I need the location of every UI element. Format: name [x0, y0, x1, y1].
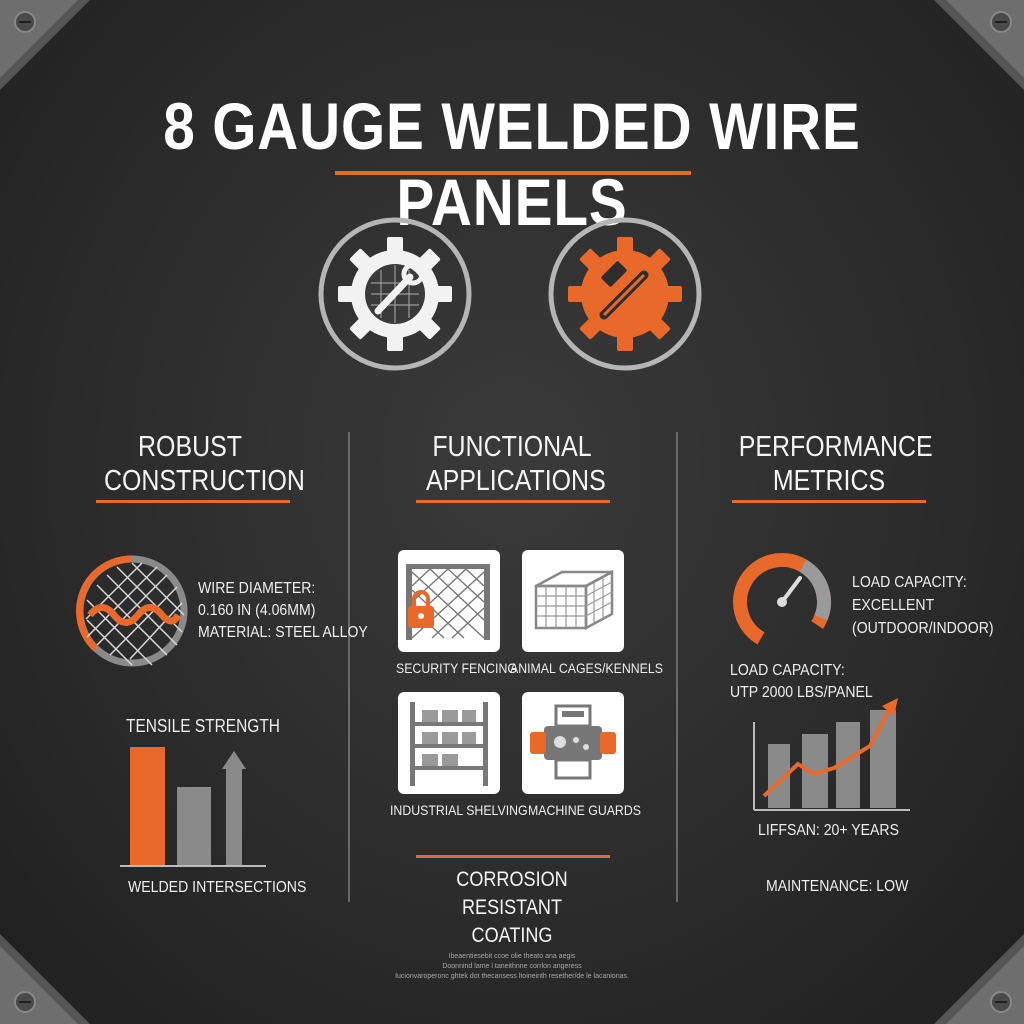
welded-intersections-label: WELDED INTERSECTIONS — [128, 879, 307, 896]
performance-trend-chart — [750, 692, 912, 816]
corner-bracket-bottom-left — [0, 914, 110, 1024]
tensile-bar — [226, 767, 242, 865]
gear-wrench-mesh-icon — [316, 215, 474, 373]
wire-mesh-badge-icon — [72, 555, 194, 667]
security-fencing-tile — [398, 550, 500, 652]
wire-diameter-value: 0.160 IN (4.06MM) — [198, 602, 316, 619]
load-capacity-label: LOAD CAPACITY: — [730, 662, 845, 679]
gauge-label-line3: (OUTDOOR/INDOOR) — [852, 620, 994, 637]
tile-label-machine-guards: MACHINE GUARDS — [528, 802, 641, 818]
tile-label-animal-cages: ANIMAL CAGES/KENNELS — [510, 660, 663, 676]
page-title: 8 GAUGE WELDED WIRE PANELS — [163, 89, 861, 239]
wire-diameter-label: WIRE DIAMETER: — [198, 580, 316, 597]
maintenance-label: MAINTENANCE: LOW — [766, 878, 909, 895]
trend-bar — [870, 710, 896, 808]
performance-metrics-heading: PERFORMANCE METRICS — [738, 431, 933, 497]
column-divider — [348, 432, 350, 902]
corrosion-resistant-feature: CORROSION RESISTANT COATING — [456, 868, 568, 947]
tile-label-industrial-shelving: INDUSTRIAL SHELVING — [390, 802, 528, 818]
gauge-label-line2: EXCELLENT — [852, 597, 935, 614]
heading-underline — [416, 500, 610, 503]
fence-lock-icon — [406, 564, 490, 640]
corner-bracket-top-right — [914, 0, 1024, 110]
footer-fine-print: Ibeaentiesebit ccoe olie theato ana aegi… — [395, 953, 629, 980]
feature-rule — [416, 855, 610, 858]
corner-bracket-bottom-right — [914, 914, 1024, 1024]
load-capacity-value: UTP 2000 LBS/PANEL — [730, 684, 873, 701]
up-arrow-icon — [222, 751, 246, 769]
tensile-strength-label: TENSILE STRENGTH — [126, 716, 280, 736]
tile-label-security-fencing: SECURITY FENCING — [396, 660, 517, 676]
tensile-strength-chart — [120, 745, 266, 869]
corner-bracket-top-left — [0, 0, 110, 110]
gear-hammer-wrench-icon — [546, 215, 704, 373]
shelving-icon — [410, 702, 488, 786]
speedometer-gauge-icon — [730, 550, 834, 654]
material-label: MATERIAL: STEEL ALLOY — [198, 624, 368, 641]
gauge-label-line1: LOAD CAPACITY: — [852, 574, 967, 591]
tensile-bar — [130, 747, 165, 865]
cage-icon — [534, 569, 614, 631]
animal-cages-tile — [522, 550, 624, 652]
trend-bar — [768, 744, 790, 808]
machine-guard-icon — [530, 704, 616, 780]
title-underline — [335, 171, 691, 175]
trend-arrow-icon — [882, 698, 898, 716]
heading-underline — [96, 500, 290, 503]
robust-construction-heading: ROBUST CONSTRUCTION — [104, 431, 305, 497]
machine-guards-tile — [522, 692, 624, 794]
functional-applications-heading: FUNCTIONAL APPLICATIONS — [426, 431, 606, 497]
tensile-bar — [177, 787, 211, 865]
column-divider — [676, 432, 678, 902]
lifespan-label: LIFFSAN: 20+ YEARS — [758, 822, 899, 839]
industrial-shelving-tile — [398, 692, 500, 794]
heading-underline — [732, 500, 926, 503]
